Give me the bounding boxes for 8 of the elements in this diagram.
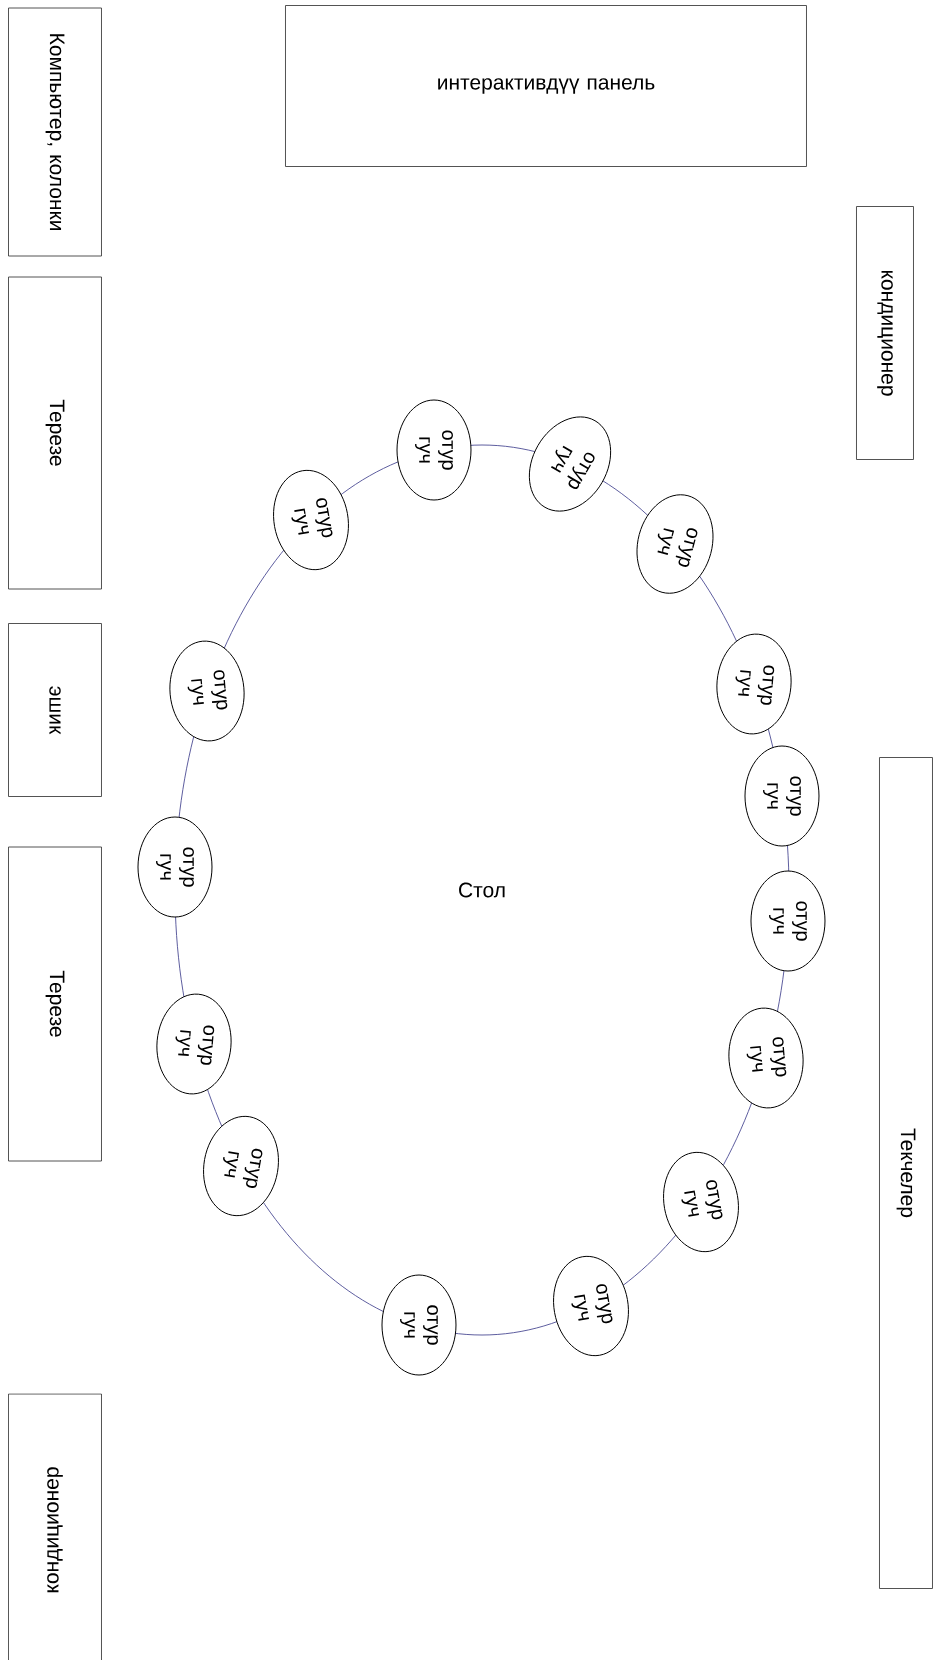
label-box: эшик xyxy=(8,623,102,797)
label-box: Терезе xyxy=(8,276,102,590)
label-box: кондиционер xyxy=(856,206,914,460)
label-box: Терезе xyxy=(8,846,102,1162)
label-box: интерактивдүү панель xyxy=(285,5,807,167)
label-box: Текчелер xyxy=(879,757,933,1589)
label-box: Компьютер, колонки xyxy=(8,7,102,257)
label-box: кондиционер xyxy=(8,1393,102,1660)
